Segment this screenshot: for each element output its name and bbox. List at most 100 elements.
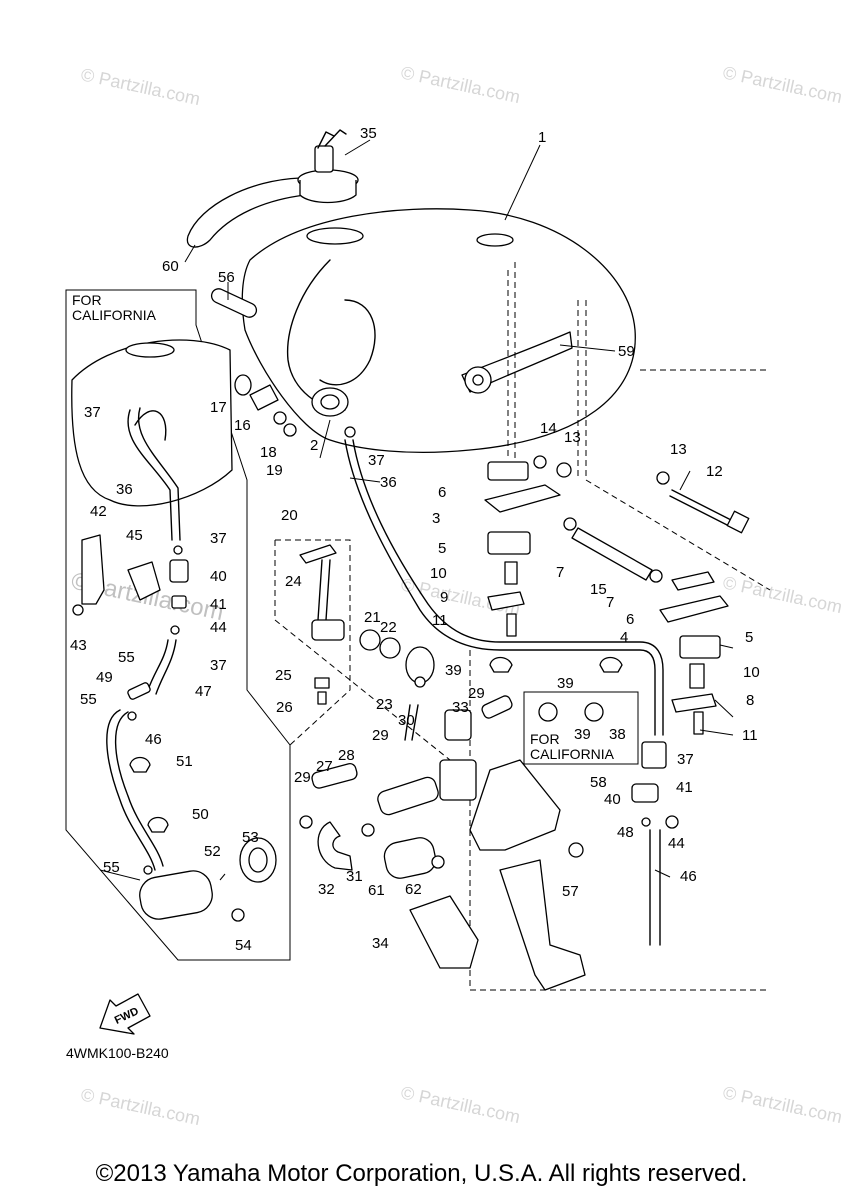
- callout-44: 44: [668, 835, 685, 852]
- callout-46: 46: [145, 731, 162, 748]
- callout-36: 36: [380, 474, 397, 491]
- california-panel-label-line2: CALIFORNIA: [72, 307, 157, 323]
- callout-29: 29: [468, 685, 485, 702]
- california-inset-label-line2: CALIFORNIA: [530, 746, 615, 762]
- california-inset-label-line1: FOR: [530, 731, 560, 747]
- callout-27: 27: [316, 758, 333, 775]
- callout-31: 31: [346, 868, 363, 885]
- watermark: © Partzilla.com: [721, 1082, 843, 1127]
- callout-48: 48: [617, 824, 634, 841]
- bolt-12: [656, 471, 750, 534]
- callout-62: 62: [405, 881, 422, 898]
- fwd-arrow: FWD: [99, 993, 151, 1035]
- callout-40: 40: [210, 568, 227, 585]
- callout-29: 29: [294, 769, 311, 786]
- fuel-tank: [241, 208, 636, 454]
- callout-7: 7: [606, 594, 614, 611]
- part-callouts: 1 2 3 4 5 5 6 6 7 7 8 9 10 10 11 11 12 1…: [70, 125, 760, 954]
- callout-60: 60: [162, 258, 179, 275]
- hose-46: [649, 829, 661, 946]
- callout-5: 5: [438, 540, 446, 557]
- callout-38: 38: [609, 726, 626, 743]
- mount-brackets: [484, 455, 729, 735]
- callout-59: 59: [618, 343, 635, 360]
- california-small-parts: [72, 534, 277, 922]
- callout-29: 29: [372, 727, 389, 744]
- callout-12: 12: [706, 463, 723, 480]
- callout-42: 42: [90, 503, 107, 520]
- callout-5: 5: [745, 629, 753, 646]
- callout-43: 43: [70, 637, 87, 654]
- callout-6: 6: [438, 484, 446, 501]
- watermark: © Partzilla.com: [721, 572, 843, 617]
- callout-11: 11: [432, 612, 448, 629]
- callout-37: 37: [84, 404, 101, 421]
- callout-37: 37: [210, 530, 227, 547]
- watermark: © Partzilla.com: [79, 1084, 202, 1129]
- tank-pad: [186, 177, 306, 248]
- brackets-57-34: [409, 759, 586, 991]
- watermark: © Partzilla.com: [399, 1082, 522, 1127]
- callout-54: 54: [235, 937, 252, 954]
- watermark: © Partzilla.com: [721, 62, 843, 107]
- california-panel-label-line1: FOR: [72, 292, 102, 308]
- callout-33: 33: [452, 699, 469, 716]
- callout-2: 2: [310, 437, 318, 454]
- callout-45: 45: [126, 527, 143, 544]
- callout-46: 46: [680, 868, 697, 885]
- hose-47: [147, 639, 177, 695]
- callout-17: 17: [210, 399, 227, 416]
- tank-small-parts: [210, 288, 356, 438]
- diagram-code: 4WMK100-B240: [66, 1045, 169, 1061]
- callout-41: 41: [210, 596, 227, 613]
- callout-37: 37: [368, 452, 385, 469]
- callout-37: 37: [677, 751, 694, 768]
- collar-15: [571, 527, 653, 581]
- callout-50: 50: [192, 806, 209, 823]
- callout-4: 4: [620, 629, 628, 646]
- callout-16: 16: [234, 417, 251, 434]
- watermark: © Partzilla.com: [399, 62, 522, 107]
- hose-36-california: [127, 409, 173, 541]
- callout-41: 41: [676, 779, 693, 796]
- callout-25: 25: [275, 667, 292, 684]
- callout-7: 7: [556, 564, 564, 581]
- callout-20: 20: [281, 507, 298, 524]
- callout-55: 55: [80, 691, 97, 708]
- callout-53: 53: [242, 829, 259, 846]
- right-fittings: [489, 656, 679, 829]
- callout-24: 24: [285, 573, 302, 590]
- callout-37: 37: [210, 657, 227, 674]
- callout-52: 52: [204, 843, 221, 860]
- callout-28: 28: [338, 747, 355, 764]
- hose-36: [344, 439, 656, 736]
- callout-leaders: [99, 139, 734, 881]
- callout-18: 18: [260, 444, 277, 461]
- callout-39: 39: [557, 675, 574, 692]
- callout-19: 19: [266, 462, 283, 479]
- callout-39: 39: [574, 726, 591, 743]
- callout-51: 51: [176, 753, 193, 770]
- callout-34: 34: [372, 935, 389, 952]
- callout-55: 55: [118, 649, 135, 666]
- callout-57: 57: [562, 883, 579, 900]
- callout-1: 1: [538, 129, 546, 146]
- callout-47: 47: [195, 683, 212, 700]
- callout-26: 26: [276, 699, 293, 716]
- callout-21: 21: [364, 609, 381, 626]
- callout-13: 13: [670, 441, 687, 458]
- california-inset-border: [523, 691, 639, 765]
- callout-35: 35: [360, 125, 377, 142]
- fuel-cap: [297, 129, 359, 204]
- fuel-pump-section: [299, 695, 513, 879]
- copyright-notice: ©2013 Yamaha Motor Corporation, U.S.A. A…: [95, 1160, 748, 1187]
- callout-39: 39: [445, 662, 462, 679]
- callout-9: 9: [440, 589, 448, 606]
- callout-55: 55: [103, 859, 120, 876]
- callout-32: 32: [318, 881, 335, 898]
- callout-6: 6: [626, 611, 634, 628]
- callout-56: 56: [218, 269, 235, 286]
- callout-30: 30: [398, 712, 415, 729]
- callout-58: 58: [590, 774, 607, 791]
